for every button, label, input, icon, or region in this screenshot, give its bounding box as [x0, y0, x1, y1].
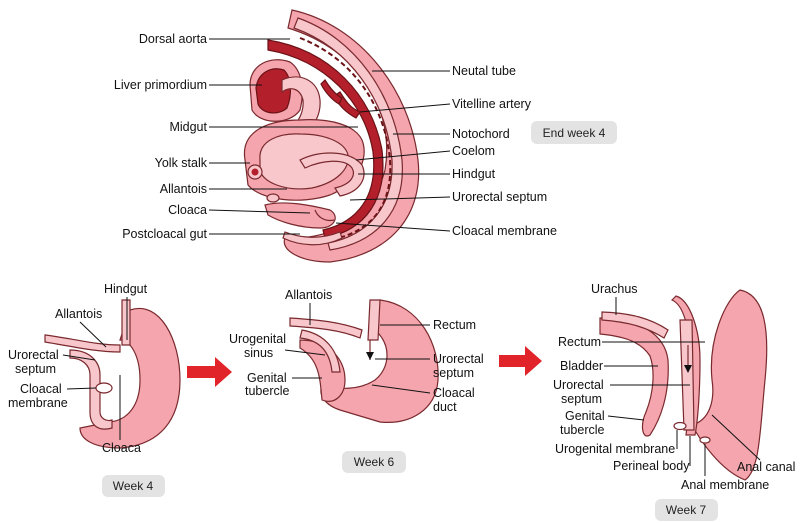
w7-label-urachus: Urachus — [591, 282, 638, 296]
week-7-illustration — [599, 289, 768, 481]
w6-label-rectum: Rectum — [433, 318, 476, 332]
w7-label-perineal-body: Perineal body — [613, 459, 690, 473]
end-week-4-badge-text: End week 4 — [543, 126, 606, 140]
w4-label-urorectal-2: septum — [15, 362, 56, 376]
w6-label-allantois: Allantois — [285, 288, 332, 302]
w4-label-hindgut: Hindgut — [104, 282, 148, 296]
w6-label-urogenital-2: sinus — [244, 346, 273, 360]
week-6-illustration — [289, 299, 439, 423]
w4-label-allantois: Allantois — [55, 307, 102, 321]
w4-label-cloacal-1: Cloacal — [20, 382, 62, 396]
w7-label-rectum: Rectum — [558, 335, 601, 349]
w4-label-cloaca: Cloaca — [102, 441, 141, 455]
w6-label-genital-1: Genital — [247, 371, 287, 385]
w7-leader-anal-canal — [711, 414, 761, 461]
w6-label-genital-2: tubercle — [245, 384, 290, 398]
week-4-illustration — [44, 299, 181, 449]
w7-label-genital-1: Genital — [565, 409, 605, 423]
progress-arrow-2 — [499, 346, 542, 376]
label-coelom: Coelom — [452, 144, 495, 158]
week-7-badge: Week 7 — [655, 499, 718, 521]
label-hindgut: Hindgut — [452, 167, 496, 181]
leader-vitelline-artery — [359, 103, 451, 113]
week-7-badge-text: Week 7 — [666, 503, 707, 517]
label-urorectal-septum: Urorectal septum — [452, 190, 547, 204]
w6-label-cloacal-1: Cloacal — [433, 386, 475, 400]
w6-label-urorectal-2: septum — [433, 366, 474, 380]
w4-leader-cloacal — [66, 387, 97, 390]
label-midgut: Midgut — [169, 120, 207, 134]
w6-label-urorectal-1: Urorectal — [433, 352, 484, 366]
w7-label-anal-canal: Anal canal — [737, 460, 795, 474]
w6-leader-cloacal — [371, 384, 431, 394]
week-6-badge: Week 6 — [342, 451, 406, 473]
top-embryo-illustration — [243, 9, 420, 263]
w7-leader-genital — [607, 415, 645, 421]
label-neural-tube: Neutal tube — [452, 64, 516, 78]
w4-leader-urorectal — [62, 354, 96, 361]
label-dorsal-aorta: Dorsal aorta — [139, 32, 207, 46]
leader-cloaca — [208, 209, 311, 214]
week-6-badge-text: Week 6 — [354, 455, 395, 469]
w7-label-bladder: Bladder — [560, 359, 603, 373]
leader-urorectal-septum — [349, 196, 451, 201]
w4-label-cloacal-2: membrane — [8, 396, 68, 410]
progress-arrow-1 — [187, 357, 232, 387]
w7-label-genital-2: tubercle — [560, 423, 605, 437]
leader-cloacal-membrane — [335, 222, 451, 232]
week-4-badge: Week 4 — [102, 475, 165, 497]
label-notochord: Notochord — [452, 127, 510, 141]
w7-label-anal-membrane: Anal membrane — [681, 478, 769, 492]
end-week-4-badge: End week 4 — [531, 121, 617, 144]
week-4-badge-text: Week 4 — [113, 479, 154, 493]
w4-leader-allantois — [79, 321, 107, 348]
w4-label-urorectal-1: Urorectal — [8, 348, 59, 362]
w7-label-urorectal-2: septum — [561, 392, 602, 406]
label-yolk-stalk: Yolk stalk — [155, 156, 208, 170]
label-allantois: Allantois — [160, 182, 207, 196]
w6-leader-urogenital — [284, 349, 326, 356]
w6-label-cloacal-2: duct — [433, 400, 457, 414]
w7-label-urogenital-membrane: Urogenital membrane — [555, 442, 675, 456]
label-liver-primordium: Liver primordium — [114, 78, 207, 92]
leader-coelom — [355, 150, 451, 161]
label-vitelline-artery: Vitelline artery — [452, 97, 532, 111]
w6-label-urogenital-1: Urogenital — [229, 332, 286, 346]
w7-label-urorectal-1: Urorectal — [553, 378, 604, 392]
label-cloaca: Cloaca — [168, 203, 207, 217]
label-cloacal-membrane: Cloacal membrane — [452, 224, 557, 238]
label-postcloacal-gut: Postcloacal gut — [122, 227, 207, 241]
